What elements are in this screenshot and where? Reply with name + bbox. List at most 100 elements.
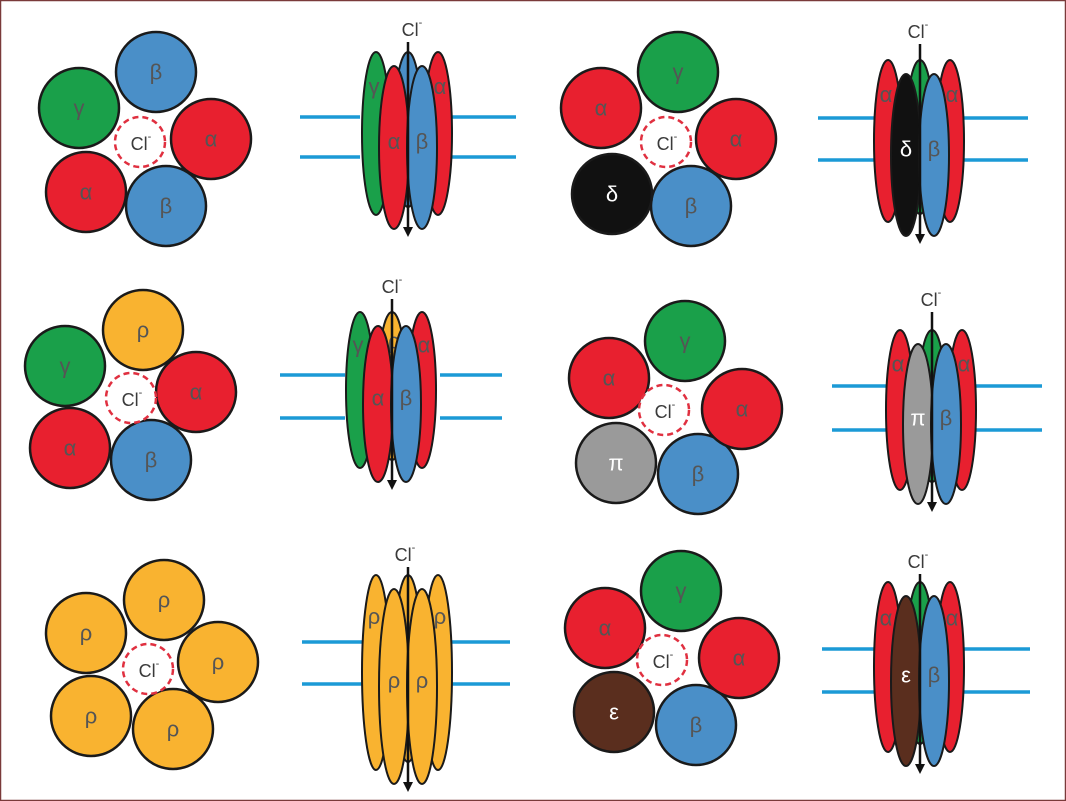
subunit-rho: ρ bbox=[131, 687, 215, 771]
subunit-circle bbox=[636, 30, 720, 114]
pore-ring bbox=[637, 383, 691, 437]
side-subunit-label: β bbox=[940, 406, 953, 431]
subunit-beta: β bbox=[124, 164, 208, 248]
subunit-epsilon: ε bbox=[572, 670, 656, 754]
subunit-alpha: α bbox=[154, 350, 238, 434]
subunit-circle bbox=[44, 150, 128, 234]
subunit-label: α bbox=[595, 96, 608, 121]
pore-ion-label: Cl- bbox=[657, 131, 678, 154]
side-subunit-label: ρ bbox=[434, 604, 447, 629]
subunit-beta: β bbox=[654, 683, 738, 767]
subunit-circle bbox=[101, 288, 185, 372]
side-subunit-beta: β bbox=[406, 65, 438, 230]
subunit-delta: δ bbox=[570, 152, 654, 236]
subunit-circle bbox=[656, 432, 740, 516]
arrow-head bbox=[387, 480, 397, 490]
subunit-alpha: α bbox=[28, 406, 112, 490]
subunit-label: ρ bbox=[137, 318, 150, 343]
subunit-alpha: α bbox=[559, 66, 643, 150]
subunit-circle bbox=[654, 683, 738, 767]
subunit-circle bbox=[563, 586, 647, 670]
ion-flow-arrow bbox=[915, 44, 925, 244]
pore-ring bbox=[635, 633, 689, 687]
ion-flow-arrow bbox=[403, 42, 413, 237]
subunit-alpha: α bbox=[44, 150, 128, 234]
side-subunit-label: ρ bbox=[368, 604, 381, 629]
arrow-head bbox=[915, 764, 925, 774]
subunit-rho: ρ bbox=[122, 558, 206, 642]
pore-ring bbox=[121, 642, 175, 696]
subunit-label: α bbox=[64, 436, 77, 461]
subunit-label: ρ bbox=[158, 588, 171, 613]
side-subunit-beta: β bbox=[918, 73, 950, 237]
subunit-circle bbox=[572, 670, 656, 754]
subunit-label: ρ bbox=[167, 717, 180, 742]
arrow-head bbox=[915, 234, 925, 244]
subunit-label: α bbox=[736, 397, 749, 422]
side-subunit-label: π bbox=[910, 406, 925, 431]
channel-ion-label: Cl- bbox=[382, 274, 403, 297]
side-subunit-label: γ bbox=[353, 332, 364, 357]
subunit-circle bbox=[124, 164, 208, 248]
side-subunit-label: α bbox=[388, 129, 401, 154]
subunit-gamma: γ bbox=[636, 30, 720, 114]
channel-ion-label: Cl- bbox=[908, 19, 929, 42]
subunit-rho: ρ bbox=[176, 620, 260, 704]
side-subunit-rho: ρ bbox=[406, 588, 438, 785]
side-subunit-rho: ρ bbox=[378, 588, 410, 785]
subunit-circle bbox=[49, 674, 133, 758]
subunit-circle bbox=[176, 620, 260, 704]
pore-ion-label: Cl- bbox=[653, 649, 674, 672]
subunit-gamma: γ bbox=[37, 66, 121, 150]
subunit-pi: π bbox=[574, 421, 658, 505]
side-subunit-label: α bbox=[880, 82, 893, 107]
subunit-circle bbox=[559, 66, 643, 150]
side-subunit-pi: π bbox=[902, 343, 934, 505]
pore-ring bbox=[104, 371, 158, 425]
side-subunit-label: β bbox=[928, 663, 941, 688]
pore-ion-label: Cl- bbox=[655, 399, 676, 422]
subunit-circle bbox=[109, 418, 193, 502]
subunit-circle bbox=[697, 616, 781, 700]
side-subunit-label: α bbox=[946, 606, 959, 631]
side-subunit-label: α bbox=[434, 74, 447, 99]
side-subunit-label: α bbox=[892, 351, 905, 376]
arrow-head bbox=[403, 227, 413, 237]
subunit-circle bbox=[643, 299, 727, 383]
subunit-label: δ bbox=[606, 182, 618, 207]
subunit-label: γ bbox=[60, 354, 71, 379]
side-subunit-label: ε bbox=[901, 663, 911, 688]
subunit-gamma: γ bbox=[643, 299, 727, 383]
side-subunit-beta: β bbox=[930, 343, 962, 505]
subunit-circle bbox=[639, 549, 723, 633]
side-subunit-label: α bbox=[880, 606, 893, 631]
ion-flow-arrow bbox=[915, 574, 925, 774]
subunit-circle bbox=[23, 324, 107, 408]
subunit-circle bbox=[114, 30, 198, 114]
ion-flow-arrow bbox=[387, 299, 397, 490]
subunit-circle bbox=[700, 367, 784, 451]
channel-ion-label: Cl- bbox=[908, 549, 929, 572]
subunit-circle bbox=[28, 406, 112, 490]
subunit-circle bbox=[567, 336, 651, 420]
subunit-beta: β bbox=[114, 30, 198, 114]
side-subunit-label: β bbox=[400, 386, 413, 411]
pore-ion-label: Cl- bbox=[139, 658, 160, 681]
arrow-head bbox=[927, 502, 937, 512]
subunit-label: α bbox=[190, 380, 203, 405]
side-subunit-alpha: α bbox=[378, 65, 410, 230]
subunit-label: γ bbox=[74, 96, 85, 121]
subunit-label: α bbox=[730, 127, 743, 152]
